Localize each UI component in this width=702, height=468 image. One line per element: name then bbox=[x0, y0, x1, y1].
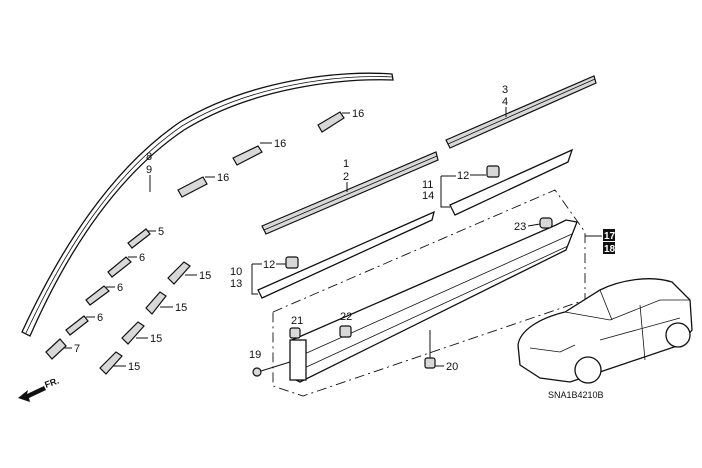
callout-12-rear: 12 bbox=[457, 170, 469, 182]
clip-22[interactable] bbox=[339, 325, 352, 338]
clip-16-b[interactable] bbox=[232, 142, 272, 166]
roof-molding[interactable] bbox=[21, 72, 394, 337]
callout-16-a: 16 bbox=[352, 108, 364, 120]
callout-15-d: 15 bbox=[128, 361, 140, 373]
callout-14: 14 bbox=[422, 190, 434, 202]
callout-3: 3 bbox=[502, 84, 508, 96]
callout-6-a: 6 bbox=[139, 252, 145, 264]
leader-10-13 bbox=[251, 263, 286, 295]
clip-12-front[interactable] bbox=[285, 256, 299, 269]
callout-4: 4 bbox=[502, 96, 508, 108]
callout-23: 23 bbox=[514, 221, 526, 233]
clip-6-c[interactable] bbox=[65, 315, 95, 336]
callout-13: 13 bbox=[230, 278, 242, 290]
callout-22: 22 bbox=[340, 311, 352, 323]
clip-6-b[interactable] bbox=[85, 285, 115, 306]
clip-15-c[interactable] bbox=[121, 321, 148, 345]
clip-6-a[interactable] bbox=[107, 256, 137, 278]
callout-12-front: 12 bbox=[263, 259, 275, 271]
callout-8: 8 bbox=[146, 151, 152, 163]
callout-19: 19 bbox=[249, 349, 261, 361]
front-direction-arrow bbox=[18, 386, 46, 402]
rear-door-sash-molding[interactable] bbox=[445, 75, 597, 149]
diagram-code: SNA1B4210B bbox=[548, 390, 604, 400]
callout-17: 17 bbox=[604, 231, 616, 242]
callout-5: 5 bbox=[158, 226, 164, 238]
clip-15-a[interactable] bbox=[167, 261, 197, 285]
front-door-side-molding[interactable] bbox=[257, 210, 435, 299]
callout-16-c: 16 bbox=[217, 172, 229, 184]
callout-15-c: 15 bbox=[150, 333, 162, 345]
callout-18: 18 bbox=[604, 244, 616, 255]
callout-9: 9 bbox=[146, 164, 152, 176]
rear-door-side-molding[interactable] bbox=[449, 148, 574, 216]
clip-15-d[interactable] bbox=[99, 351, 126, 375]
side-sill-garnish[interactable] bbox=[289, 219, 578, 383]
callout-15-a: 15 bbox=[199, 270, 211, 282]
clip-12-rear[interactable] bbox=[486, 165, 500, 178]
clip-16-a[interactable] bbox=[317, 111, 350, 133]
front-door-sash-molding[interactable] bbox=[261, 151, 439, 235]
front-label: FR. bbox=[43, 376, 60, 390]
clip-15-b[interactable] bbox=[145, 291, 173, 315]
callout-16-b: 16 bbox=[274, 138, 286, 150]
callout-20: 20 bbox=[446, 361, 458, 373]
clip-21[interactable] bbox=[289, 327, 301, 339]
callout-7: 7 bbox=[74, 343, 80, 355]
clip-23[interactable] bbox=[527, 217, 553, 229]
callout-17-18-box: 17 18 bbox=[603, 229, 616, 255]
callout-6-b: 6 bbox=[117, 282, 123, 294]
screw-19[interactable] bbox=[252, 361, 291, 377]
callout-1: 1 bbox=[343, 158, 349, 170]
callout-10: 10 bbox=[230, 266, 242, 278]
callout-11: 11 bbox=[422, 179, 433, 191]
callout-6-c: 6 bbox=[97, 312, 103, 324]
callout-2: 2 bbox=[343, 171, 349, 183]
clip-16-c[interactable] bbox=[177, 176, 215, 198]
car-illustration bbox=[517, 278, 693, 384]
clip-7[interactable] bbox=[45, 338, 72, 360]
callout-15-b: 15 bbox=[175, 302, 187, 314]
leader-11-14 bbox=[440, 174, 486, 208]
bolt-20[interactable] bbox=[424, 330, 444, 369]
clip-5[interactable] bbox=[127, 228, 156, 249]
callout-21: 21 bbox=[291, 315, 303, 327]
